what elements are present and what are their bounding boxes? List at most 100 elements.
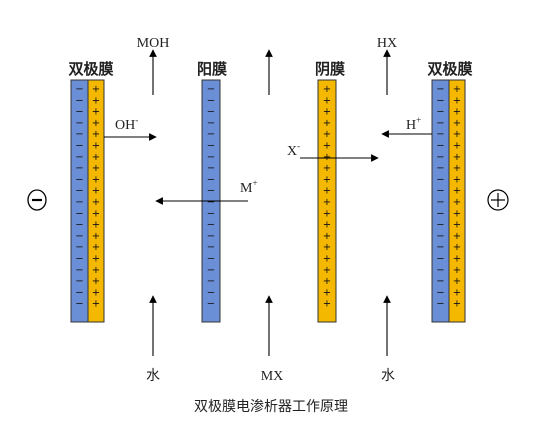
minus-sign: − (207, 287, 215, 298)
plus-sign: + (323, 141, 331, 152)
minus-sign: − (207, 174, 215, 185)
plus-sign: + (323, 220, 331, 231)
plus-sign: + (92, 299, 100, 310)
minus-sign: − (75, 231, 83, 242)
minus-sign: − (436, 174, 444, 185)
charge-signs-plus-right: ++++++++++++++++++++ (453, 84, 461, 310)
plus-sign: + (92, 95, 100, 106)
ion-oh: OH- (115, 115, 138, 133)
plus-sign: + (453, 220, 461, 231)
plus-sign: + (453, 186, 461, 197)
plus-sign: + (323, 276, 331, 287)
plus-sign: + (323, 118, 331, 129)
minus-sign: − (436, 163, 444, 174)
plus-sign: + (323, 242, 331, 253)
plus-sign: + (453, 107, 461, 118)
outlet-hx: HX (377, 36, 397, 51)
minus-sign: − (75, 118, 83, 129)
plus-sign: + (323, 84, 331, 95)
minus-sign: − (75, 276, 83, 287)
minus-sign: − (436, 287, 444, 298)
figure-caption: 双极膜电渗析器工作原理 (194, 399, 348, 415)
minus-sign: − (207, 220, 215, 231)
plus-sign: + (92, 254, 100, 265)
minus-sign: − (436, 95, 444, 106)
ion-h: H+ (406, 115, 421, 133)
minus-sign: − (207, 254, 215, 265)
ion-m: M+ (240, 178, 258, 196)
plus-sign: + (453, 254, 461, 265)
minus-sign: − (75, 242, 83, 253)
minus-sign: − (75, 220, 83, 231)
plus-sign: + (453, 265, 461, 276)
plus-sign: + (453, 299, 461, 310)
minus-sign: − (436, 208, 444, 219)
plus-sign: + (323, 95, 331, 106)
label-bipolar-right: 双极膜 (427, 60, 472, 78)
plus-sign: + (323, 208, 331, 219)
plus-sign: + (92, 141, 100, 152)
minus-sign: − (207, 141, 215, 152)
minus-sign: − (207, 129, 215, 140)
inlet-mx: MX (261, 369, 284, 384)
minus-sign: − (207, 231, 215, 242)
plus-sign: + (92, 118, 100, 129)
minus-sign: − (436, 220, 444, 231)
plus-sign: + (453, 174, 461, 185)
minus-sign: − (207, 84, 215, 95)
inlet-water-left: 水 (146, 368, 160, 384)
plus-sign: + (323, 299, 331, 310)
minus-sign: − (75, 129, 83, 140)
plus-sign: + (92, 186, 100, 197)
plus-sign: + (453, 197, 461, 208)
minus-sign: − (75, 254, 83, 265)
plus-sign: + (453, 95, 461, 106)
plus-sign: + (323, 129, 331, 140)
charge-signs-minus-right: −−−−−−−−−−−−−−−−−−−− (436, 84, 444, 310)
plus-sign: + (323, 265, 331, 276)
ion-x: X- (287, 141, 300, 159)
minus-sign: − (207, 208, 215, 219)
charge-signs-minus-left: −−−−−−−−−−−−−−−−−−−− (75, 84, 83, 310)
minus-sign: − (207, 265, 215, 276)
plus-sign: + (92, 197, 100, 208)
minus-sign: − (75, 174, 83, 185)
bipolar-membrane-left: −−−−−−−−−−−−−−−−−−−− +++++++++++++++++++… (70, 79, 105, 323)
anion-membrane: ++++++++++++++++++++ (317, 79, 337, 323)
minus-sign: − (75, 95, 83, 106)
label-cation-membrane: 阳膜 (197, 60, 227, 78)
plus-sign: + (92, 163, 100, 174)
label-anion-membrane: 阴膜 (315, 60, 345, 78)
minus-sign: − (436, 265, 444, 276)
plus-sign: + (453, 276, 461, 287)
plus-sign: + (453, 129, 461, 140)
negative-electrode-icon (27, 189, 47, 211)
minus-sign: − (436, 254, 444, 265)
minus-sign: − (436, 186, 444, 197)
plus-sign: + (92, 276, 100, 287)
minus-sign: − (436, 107, 444, 118)
plus-sign: + (453, 242, 461, 253)
plus-sign: + (323, 152, 331, 163)
minus-sign: − (207, 242, 215, 253)
plus-sign: + (92, 220, 100, 231)
plus-sign: + (453, 231, 461, 242)
plus-sign: + (92, 208, 100, 219)
charge-signs-anion-membrane: ++++++++++++++++++++ (323, 84, 331, 310)
plus-sign: + (453, 208, 461, 219)
inlet-water-right: 水 (381, 368, 395, 384)
plus-sign: + (92, 84, 100, 95)
plus-sign: + (453, 84, 461, 95)
plus-sign: + (92, 265, 100, 276)
charge-signs-plus-left: ++++++++++++++++++++ (92, 84, 100, 310)
minus-sign: − (207, 95, 215, 106)
plus-sign: + (453, 118, 461, 129)
minus-sign: − (436, 84, 444, 95)
plus-sign: + (323, 197, 331, 208)
minus-sign: − (75, 186, 83, 197)
minus-sign: − (75, 265, 83, 276)
plus-sign: + (453, 152, 461, 163)
positive-electrode-icon (487, 189, 509, 211)
